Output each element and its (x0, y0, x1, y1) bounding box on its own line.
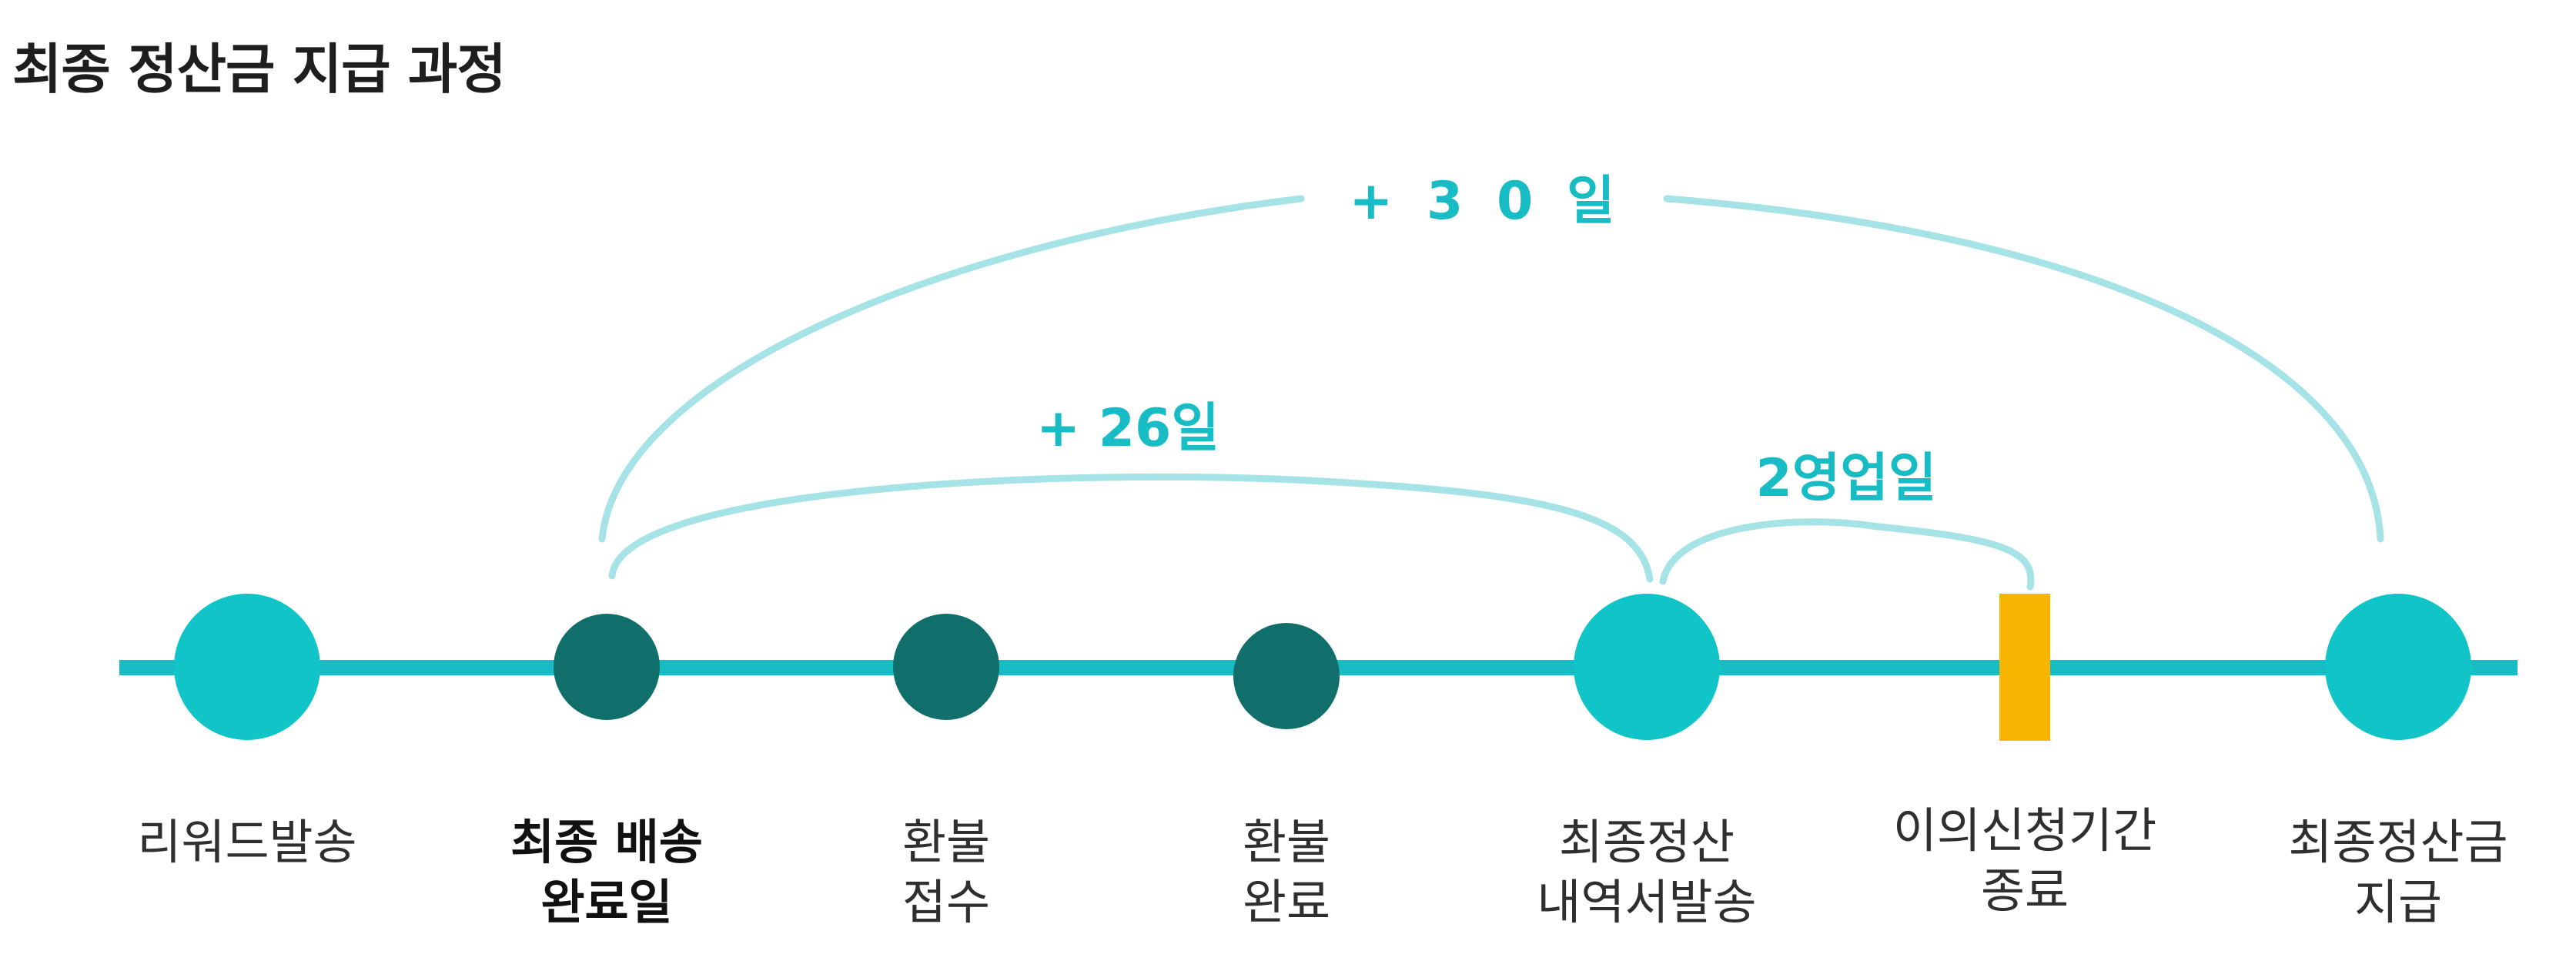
node-final-settlement-payment (2325, 594, 2471, 740)
span-label-30-days: + 3 0 일 (1349, 171, 1623, 232)
bracket-30-days-left (598, 195, 1305, 543)
bracket-2-business-days (1659, 518, 2035, 591)
node-label-refund-request: 환불 접수 (902, 814, 991, 930)
node-label-final-settlement-payment: 최종정산금 지급 (2288, 814, 2508, 930)
bracket-30-days-right (1663, 195, 2384, 543)
node-label-final-delivery-complete: 최종 배송 완료일 (510, 814, 703, 930)
node-label-objection-period-end: 이의신청기간 종료 (1892, 802, 2157, 919)
span-label-2-business-days: 2영업일 (1755, 448, 1937, 509)
node-reward-shipping (174, 594, 320, 740)
node-label-final-settlement-statement: 최종정산 내역서발송 (1537, 814, 1757, 930)
node-final-settlement-statement (1574, 594, 1720, 740)
diagram-title: 최종 정산금 지급 과정 (12, 38, 507, 101)
node-label-reward-shipping: 리워드발송 (137, 814, 357, 870)
node-final-delivery-complete (554, 614, 660, 720)
node-label-refund-complete: 환불 완료 (1242, 814, 1331, 930)
node-refund-request (893, 614, 999, 720)
bracket-26-days (608, 473, 1654, 583)
node-refund-complete (1233, 623, 1340, 729)
span-label-26-days: + 26일 (1036, 398, 1219, 459)
node-objection-period-end-marker (1999, 594, 2050, 741)
